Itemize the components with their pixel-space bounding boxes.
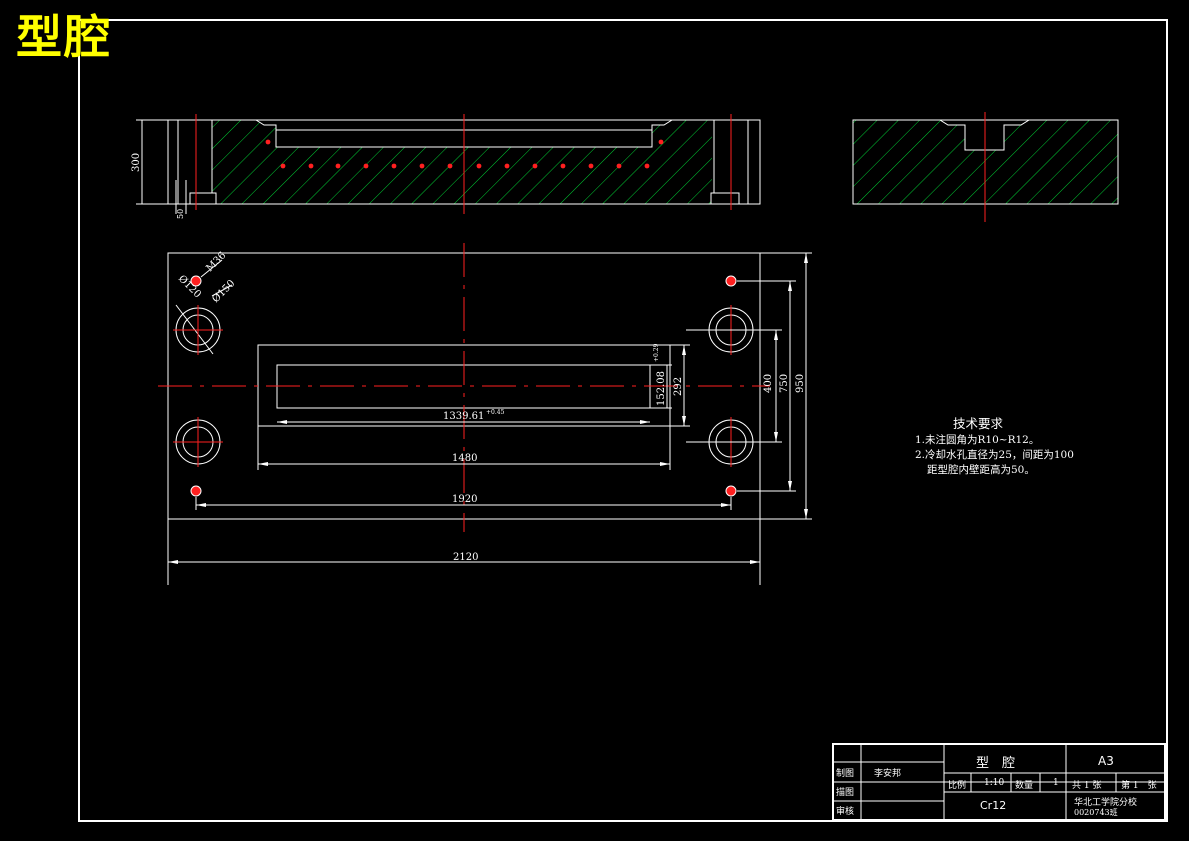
tb-row-trace: 描图 [836,788,855,798]
tb-row-check: 审核 [836,807,855,817]
tech-line-2: 2.冷却水孔直径为25，间距为100 [915,449,1074,461]
sheet-big-title: 型腔 [16,10,112,64]
dim-cavity-len: 1339.61 [443,411,484,422]
plan-dims [167,252,812,585]
side-section-view [852,112,1119,222]
tb-drawer: 李安邦 [874,769,902,779]
dim-pocket-outer-h: 400 [763,374,774,393]
dim-arrows [168,253,808,564]
tb-scale-label: 比例 [948,781,967,791]
dim-cavity-wid-tol: +0.29 [653,343,660,362]
dim-pocket-w: 1480 [452,453,477,464]
cooling-holes [265,139,664,169]
tb-part-name: 型 腔 [976,756,1016,771]
tb-material: Cr12 [980,799,1007,812]
sheet-frame [78,19,1168,822]
dim-cavity-len-tol: +0.45 [486,409,505,416]
tb-qty: 1 [1053,778,1059,788]
screw-bl [190,485,202,497]
dim-m36: M36 [204,250,228,274]
tb-qty-label: 数量 [1015,781,1034,791]
right-bore-step [710,192,740,205]
tech-heading: 技术要求 [953,416,1004,431]
dim-hole-span-x: 1920 [452,494,477,505]
tb-sheets: 共 1 张 [1072,781,1102,791]
tb-row-draw: 制图 [836,769,855,779]
dim-hole-big: Ø150 [210,278,237,305]
technical-requirements: 技术要求 1.未注圆角为R10~R12。 2.冷却水孔直径为25，间距为100 … [915,416,1074,478]
dim-pocket-h: 292 [673,377,684,396]
front-section-view [136,114,761,214]
screw-tr [725,275,737,287]
dim-cavity-wid: 152.08 [656,371,667,406]
left-bore-step [189,192,217,205]
dim-side-height: 300 [131,153,142,172]
front-dims [136,119,187,214]
left-bore [177,119,213,205]
tb-code: 0020743班 [1074,808,1118,817]
tb-sheet-no: 第 1 张 [1121,781,1157,791]
front-centerlines [195,114,732,214]
dim-plate-h: 950 [795,374,806,393]
title-block-lines [833,744,1166,821]
leader-d150 [211,284,233,297]
dim-side-base: 50 [176,209,185,219]
tech-line-3: 距型腔内壁距高为50。 [927,464,1035,476]
screw-br [725,485,737,497]
dim-hole-span-y: 750 [779,374,790,393]
tb-school: 华北工学院分校 [1074,798,1138,808]
tb-sheet-size: A3 [1098,754,1114,768]
tb-scale: 1:10 [984,778,1005,788]
title-block [832,743,1166,821]
dim-plate-w: 2120 [453,552,478,563]
tech-line-1: 1.未注圆角为R10~R12。 [915,434,1040,446]
leader-m36 [200,259,223,278]
screw-tl [190,275,202,287]
